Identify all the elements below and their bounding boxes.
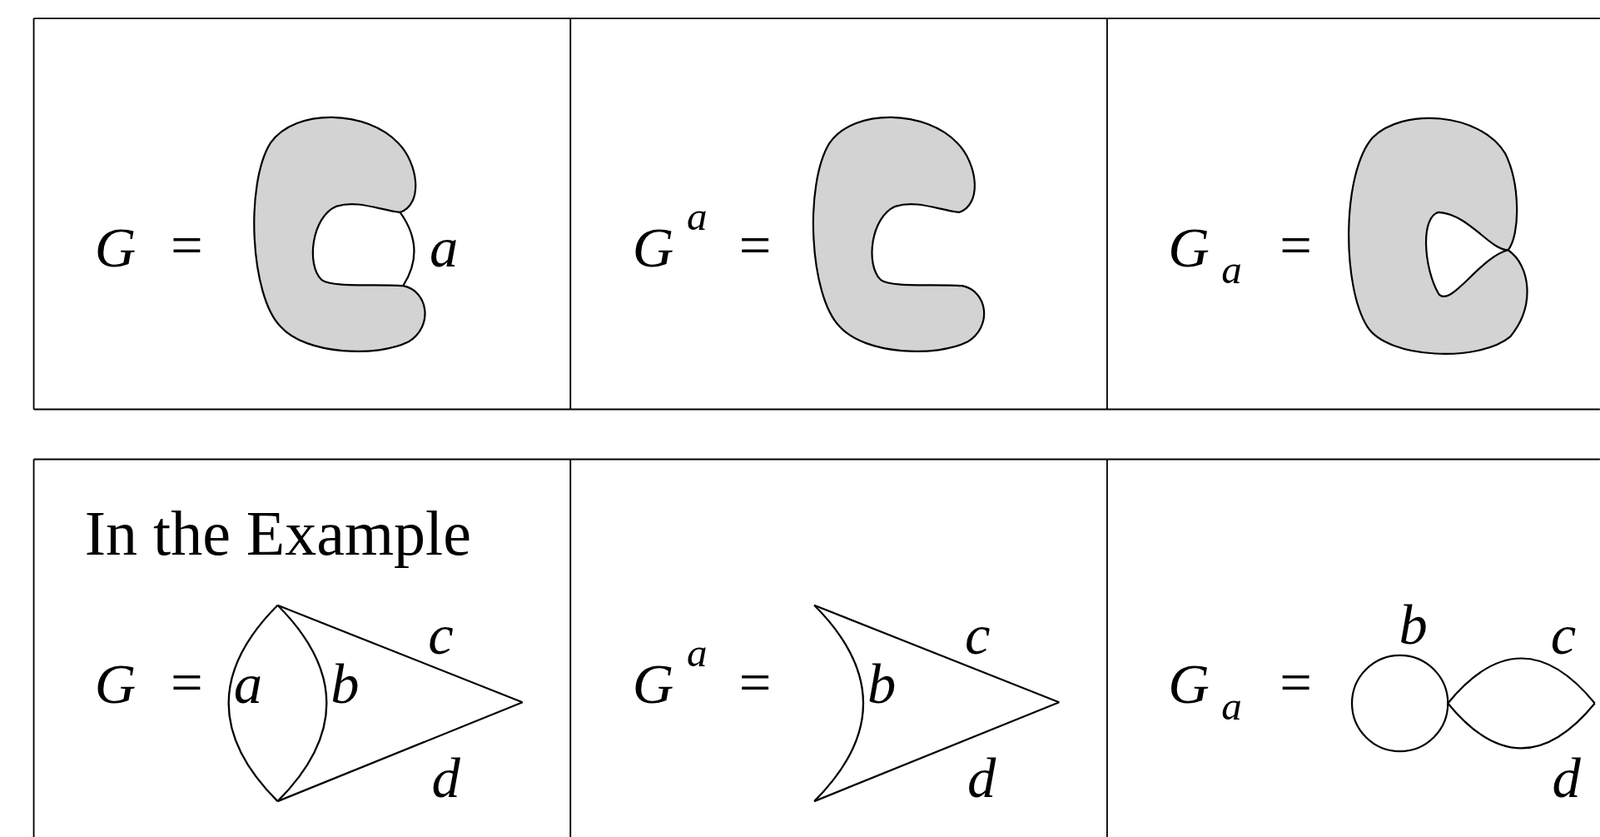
- frame-line: [34, 458, 1600, 461]
- equals-sign: =: [1279, 216, 1312, 274]
- edge-label: b: [867, 655, 896, 713]
- subscript: a: [1221, 685, 1243, 727]
- graph-name: G: [94, 655, 137, 713]
- graph-edge: [277, 701, 522, 801]
- frame-line: [1106, 459, 1109, 837]
- graph-edge: [277, 605, 522, 702]
- edge-label: a: [429, 218, 458, 276]
- graph-edge: [1447, 658, 1595, 704]
- contracted-blob: [1348, 118, 1527, 354]
- equals-sign: =: [1279, 652, 1312, 711]
- superscript: a: [686, 632, 708, 674]
- edge-label: b: [1399, 596, 1428, 654]
- loop-edge: [1351, 655, 1448, 751]
- frame-line: [34, 408, 1600, 411]
- graph-edge: [814, 605, 1059, 702]
- equals-sign: =: [170, 216, 204, 274]
- graph-name: G: [1167, 218, 1210, 276]
- graph-blob: [253, 117, 425, 352]
- superscript: a: [686, 195, 708, 237]
- edge-label: c: [964, 606, 990, 664]
- graph-edge: [814, 605, 864, 801]
- graph-edge: [228, 605, 279, 801]
- frame-line: [33, 18, 35, 409]
- frame-line: [569, 459, 572, 837]
- edge-label: c: [427, 606, 453, 664]
- panel-heading: In the Example: [84, 501, 472, 565]
- edge-label: a: [233, 655, 263, 713]
- graph-name: G: [632, 655, 675, 713]
- panel-frames: [34, 18, 1600, 837]
- frame-line: [33, 459, 35, 837]
- graph-edge: [814, 701, 1059, 801]
- edge-label: c: [1550, 606, 1576, 664]
- graph-edge: [277, 605, 327, 801]
- equals-sign: =: [739, 216, 772, 274]
- graph-name: G: [632, 218, 675, 276]
- graph-name: G: [1167, 655, 1210, 713]
- frame-line: [34, 17, 1600, 20]
- edge-label: d: [1551, 749, 1581, 807]
- edge-label: b: [330, 655, 359, 713]
- graph-edge: [400, 212, 415, 286]
- subscript: a: [1221, 248, 1243, 290]
- equals-sign: =: [170, 652, 204, 711]
- frame-line: [569, 18, 572, 409]
- graph-edge: [1447, 702, 1595, 748]
- graph-blob: [813, 117, 984, 352]
- frame-line: [1106, 18, 1109, 409]
- edge-label: d: [967, 749, 996, 807]
- graph-name: G: [94, 218, 137, 276]
- equals-sign: =: [739, 652, 772, 711]
- edge-label: d: [432, 749, 461, 807]
